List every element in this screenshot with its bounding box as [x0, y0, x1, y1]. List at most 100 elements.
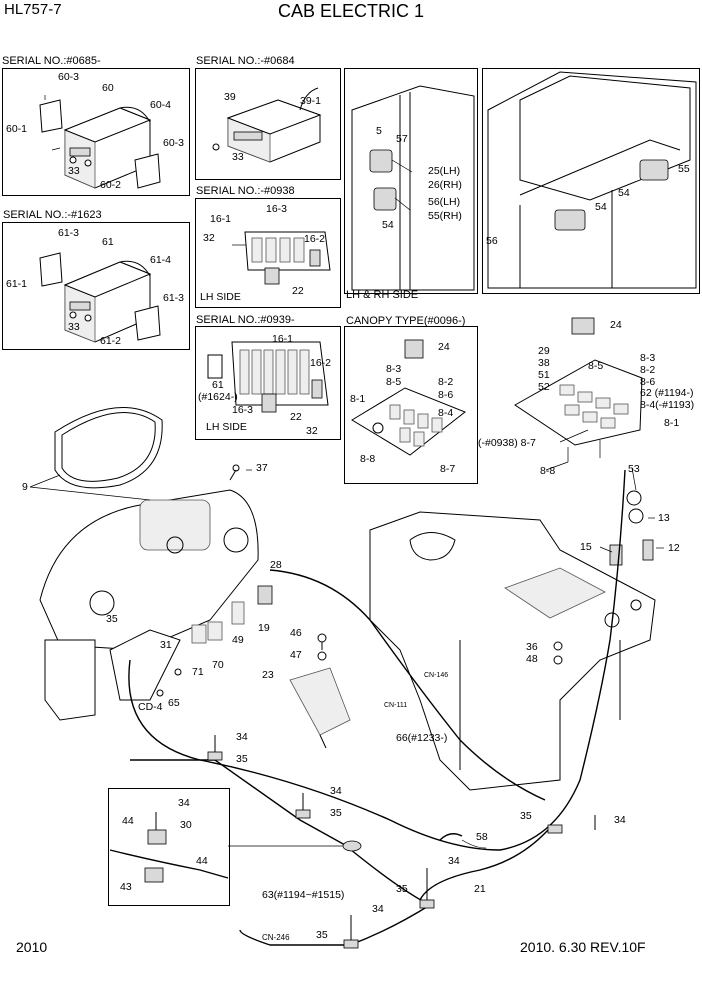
label-cn-146: CN-146 — [424, 672, 449, 679]
label-61-3-right: 61-3 — [163, 292, 185, 304]
label-54-p7a: 54 — [618, 187, 630, 199]
label-56-p7: 56 — [486, 235, 498, 247]
page-title: CAB ELECTRIC 1 — [277, 1, 425, 21]
label-36: 36 — [526, 641, 538, 653]
console-floor — [369, 511, 656, 791]
label-25-lh: 25(LH) — [428, 165, 461, 177]
label-24-p8: 24 — [438, 341, 450, 353]
label-49: 49 — [232, 634, 244, 646]
label-8-2-p8: 8-2 — [438, 376, 454, 388]
label-5: 5 — [376, 125, 382, 137]
label-60-3-top: 60-3 — [58, 71, 80, 83]
label-44-b: 44 — [196, 855, 208, 867]
label-16-2-p4: 16-2 — [304, 233, 326, 245]
leader-lines — [29, 429, 664, 553]
cab-rear-view — [487, 71, 697, 289]
label-24: 24 — [610, 319, 622, 331]
label-35-b: 35 — [236, 753, 248, 765]
clamps-bolts — [144, 735, 596, 949]
label-33-p3: 33 — [232, 151, 244, 163]
dashboard-assembly — [39, 407, 273, 721]
label-65: 65 — [168, 697, 180, 709]
label-lh-side-p4: LH SIDE — [200, 291, 241, 303]
label-29: 29 — [538, 345, 550, 357]
label-71: 71 — [192, 666, 204, 678]
label-61-2: 61-2 — [100, 335, 122, 347]
label-33-p2: 33 — [68, 321, 80, 333]
label-55-rh: 55(RH) — [428, 210, 462, 222]
label-1624: (#1624-) — [198, 391, 238, 403]
label-34-f: 34 — [372, 903, 384, 915]
radio-unit-0685 — [39, 95, 161, 189]
radio-unit-0684 — [212, 87, 322, 163]
label-8-6-p8: 8-6 — [438, 389, 454, 401]
label-34-detail: 34 — [178, 797, 190, 809]
label-26-rh: 26(RH) — [428, 179, 462, 191]
panel-radio-1623 — [2, 222, 190, 350]
label-54-p6: 54 — [382, 219, 394, 231]
label-lh-side-p5: LH SIDE — [206, 421, 247, 433]
label-8-8: 8-8 — [540, 465, 556, 477]
label-35-f: 35 — [316, 929, 328, 941]
switch-bank-0939 — [207, 341, 329, 413]
caption-canopy: CANOPY TYPE(#0096-) — [346, 315, 466, 327]
label-52: 52 — [538, 381, 550, 393]
label-61-3-top: 61-3 — [58, 227, 80, 239]
label-30: 30 — [180, 819, 192, 831]
switch-bank-0938 — [232, 231, 331, 285]
label-8-8-p8: 8-8 — [360, 453, 376, 465]
caption-radio-0685: SERIAL NO.:#0685- — [2, 55, 101, 67]
main-switch-panel — [514, 317, 643, 462]
canopy-switch-panel — [351, 339, 466, 456]
label-16-1-p5: 16-1 — [272, 333, 294, 345]
label-cn-111: CN-111 — [384, 702, 408, 709]
label-19: 19 — [258, 622, 270, 634]
label-31: 31 — [160, 639, 172, 651]
label-62: 62 (#1194-) — [640, 387, 694, 399]
panel-lamp-side — [344, 68, 478, 294]
label-8-3-p8: 8-3 — [386, 363, 402, 375]
label-61-1: 61-1 — [6, 278, 28, 290]
label-8-3: 8-3 — [640, 352, 656, 364]
label-60: 60 — [102, 82, 114, 94]
label-8-4: 8-4(-#1193) — [640, 399, 695, 411]
accelerator-pedal — [289, 667, 351, 749]
label-23: 23 — [262, 669, 274, 681]
label-8-7: (-#0938) 8-7 — [478, 437, 536, 449]
label-8-2: 8-2 — [640, 364, 656, 376]
label-61: 61 — [102, 236, 114, 248]
model-number: HL757-7 — [4, 1, 62, 18]
panel-switch-0938 — [195, 198, 341, 308]
label-60-2: 60-2 — [100, 179, 122, 191]
label-34-b: 34 — [330, 785, 342, 797]
caption-lamp-side: LH & RH SIDE — [346, 289, 419, 301]
panel-radio-0684 — [195, 68, 341, 180]
label-16-2-p5: 16-2 — [310, 357, 332, 369]
label-22-p4: 22 — [292, 285, 304, 297]
label-57: 57 — [396, 133, 408, 145]
small-parts — [156, 464, 654, 697]
label-15: 15 — [580, 541, 592, 553]
label-47: 47 — [290, 649, 302, 661]
caption-switch-0938: SERIAL NO.:-#0938 — [196, 185, 295, 197]
label-39-1: 39-1 — [300, 95, 322, 107]
label-46: 46 — [290, 627, 302, 639]
label-8-4-p8: 8-4 — [438, 407, 454, 419]
label-28: 28 — [270, 559, 282, 571]
label-44-a: 44 — [122, 815, 134, 827]
label-63: 63(#1194~#1515) — [262, 889, 345, 901]
label-34-a: 34 — [236, 731, 248, 743]
label-8-5-p8: 8-5 — [386, 376, 402, 388]
panel-switch-0939 — [195, 326, 341, 440]
label-22-p5: 22 — [290, 411, 302, 423]
label-35-e: 35 — [396, 883, 408, 895]
label-70: 70 — [212, 659, 224, 671]
label-cn-246: CN-246 — [262, 933, 290, 942]
label-33-p1: 33 — [68, 165, 80, 177]
label-16-1-p4: 16-1 — [210, 213, 232, 225]
label-35-d: 35 — [520, 810, 532, 822]
label-60-1: 60-1 — [6, 123, 28, 135]
label-12: 12 — [668, 542, 680, 554]
label-61-4: 61-4 — [150, 254, 172, 266]
